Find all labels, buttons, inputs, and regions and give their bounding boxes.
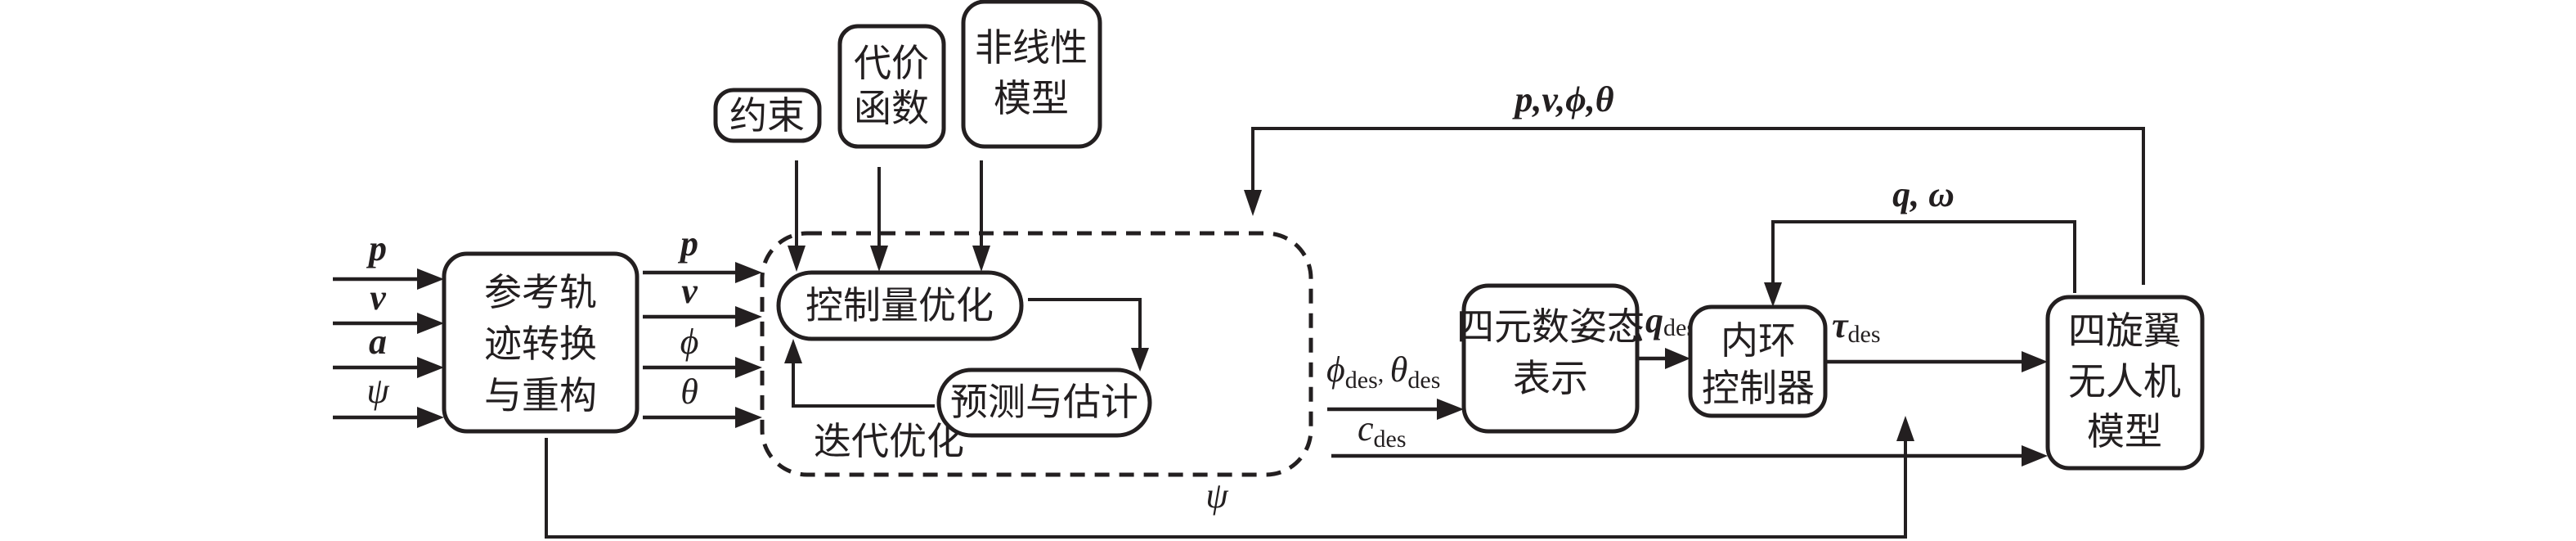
output-label-theta: θ	[680, 372, 698, 412]
c-des-label: cdes	[1358, 408, 1407, 453]
arrowhead	[417, 268, 444, 290]
reference-outputs: p v ϕ θ	[643, 223, 762, 428]
attitude-command-signal: ϕdes, θdes	[1326, 349, 1464, 420]
thrust-command-signal: cdes	[1331, 408, 2048, 467]
arrowhead	[870, 246, 888, 272]
quadrotor-model-line3: 模型	[2087, 409, 2162, 453]
arrowhead	[735, 407, 762, 428]
quaternion-attitude-block: 四元数姿态 表示	[1456, 283, 1645, 434]
output-label-p: p	[677, 223, 698, 264]
yaw-feedforward-path: ψ	[545, 416, 1914, 539]
iterative-optimization-region: 迭代优化	[760, 231, 1313, 477]
reference-transform-line3: 与重构	[484, 373, 597, 417]
optimization-loop	[784, 298, 1149, 408]
quaternion-attitude-line2: 表示	[1513, 356, 1588, 400]
arrowhead	[2022, 445, 2048, 467]
phi-theta-des-label: ϕdes, θdes	[1326, 349, 1440, 394]
arrowhead	[1437, 399, 1464, 420]
prediction-to-control-line	[792, 352, 935, 408]
nonlinear-model-block: 非线性 模型	[961, 0, 1102, 149]
reference-transform-block: 参考轨 迹转换 与重构	[442, 251, 640, 434]
output-label-phi: ϕ	[680, 322, 699, 362]
tau-des-signal: τdes	[1825, 305, 2048, 372]
arrowhead	[735, 262, 762, 283]
quadrotor-model-block: 四旋翼 无人机 模型	[2045, 295, 2205, 471]
prediction-estimation-label: 预测与估计	[950, 380, 1138, 424]
control-optimization-label: 控制量优化	[806, 283, 994, 327]
arrowhead	[2022, 351, 2048, 372]
top-input-arrows	[788, 160, 990, 272]
outer-feedback-loop: p,v,ϕ,θ	[1244, 79, 2145, 285]
quadrotor-model-line1: 四旋翼	[2068, 309, 2181, 353]
nonlinear-model-label-line1: 非线性	[975, 25, 1088, 70]
input-label-v: v	[370, 277, 386, 318]
constraint-label: 约束	[729, 93, 805, 138]
arrowhead	[1665, 348, 1690, 369]
control-optimization-block: 控制量优化	[776, 270, 1024, 341]
control-to-prediction-line	[1028, 298, 1142, 360]
arrowhead	[784, 339, 802, 363]
reference-inputs: p v a ψ	[333, 228, 444, 428]
prediction-estimation-block: 预测与估计	[936, 367, 1152, 438]
arrowhead	[788, 246, 806, 272]
inner-loop-controller-line1: 内环	[1721, 318, 1796, 363]
constraint-block: 约束	[713, 88, 822, 143]
arrowhead	[735, 306, 762, 327]
arrowhead	[1896, 416, 1914, 441]
arrowhead	[1764, 282, 1782, 307]
quaternion-attitude-line1: 四元数姿态	[1456, 304, 1645, 349]
inner-feedback-loop: q, ω	[1764, 174, 2076, 307]
quadrotor-model-line2: 无人机	[2068, 359, 2181, 403]
q-des-signal: qdes	[1637, 300, 1696, 369]
arrowhead	[1131, 348, 1149, 372]
psi-path-line	[545, 430, 1907, 539]
psi-bottom-label: ψ	[1205, 476, 1228, 516]
inner-loop-controller-block: 内环 控制器	[1688, 304, 1828, 418]
cost-function-label-line1: 代价	[854, 41, 929, 85]
arrowhead	[417, 357, 444, 378]
inner-feedback-label: q, ω	[1892, 174, 1954, 214]
arrowhead	[972, 246, 990, 272]
nonlinear-model-label-line2: 模型	[994, 76, 1069, 120]
reference-transform-line2: 迹转换	[484, 322, 597, 366]
tau-des-label: τdes	[1832, 305, 1881, 348]
reference-transform-line1: 参考轨	[484, 270, 597, 314]
arrowhead	[417, 407, 444, 428]
input-label-p: p	[366, 228, 387, 268]
inner-loop-controller-line2: 控制器	[1702, 366, 1815, 410]
arrowhead	[1244, 190, 1262, 216]
iterative-optimization-label: 迭代优化	[814, 419, 964, 463]
cost-function-label-line2: 函数	[854, 86, 929, 130]
input-label-psi: ψ	[366, 371, 389, 411]
inner-feedback-line	[1771, 220, 2076, 295]
output-label-v: v	[681, 271, 698, 311]
outer-feedback-label: p,v,ϕ,θ	[1511, 79, 1613, 119]
arrowhead	[417, 313, 444, 334]
input-label-a: a	[369, 322, 387, 362]
arrowhead	[735, 357, 762, 378]
outer-feedback-line	[1251, 127, 2145, 285]
cost-function-block: 代价 函数	[837, 24, 946, 149]
